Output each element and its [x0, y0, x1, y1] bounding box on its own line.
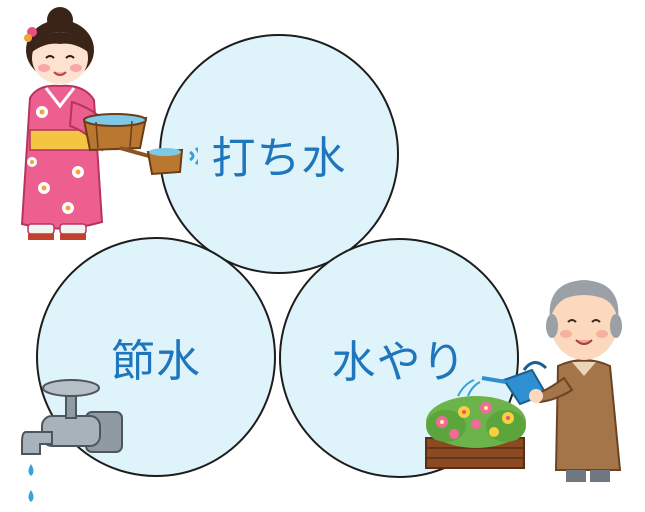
elderly-man-watering-illustration [425, 280, 622, 482]
circle-uchimizu: 打ち水 [159, 34, 399, 274]
circle-label-uchimizu: 打ち水 [211, 133, 347, 184]
circle-label-sessui: 節水 [111, 336, 201, 387]
circle-sessui: 節水 [36, 237, 276, 477]
woman-yukata-illustration [20, 7, 198, 240]
faucet-illustration [21, 379, 123, 502]
circle-label-mizuyari: 水やり [331, 337, 467, 388]
